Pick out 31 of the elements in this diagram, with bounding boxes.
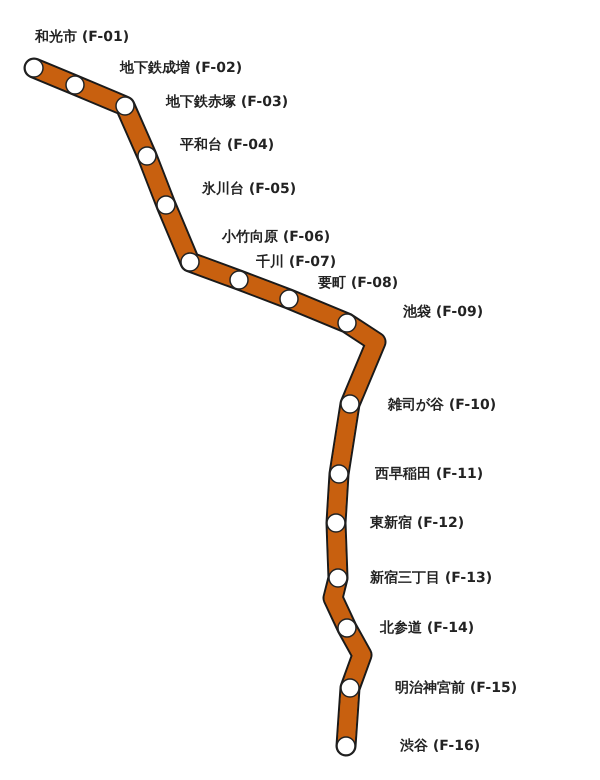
track-segment (245, 276, 283, 304)
station-label: 新宿三丁目 (F-13) (370, 569, 492, 587)
station-label: 小竹向原 (F-06) (222, 228, 330, 246)
station-label: 地下鉄赤塚 (F-03) (166, 93, 288, 111)
track-segment (332, 412, 357, 466)
track-segment (344, 632, 370, 682)
station-label: 明治神宮前 (F-15) (395, 679, 518, 697)
station-label: 西早稲田 (F-11) (375, 465, 484, 483)
station-label: 池袋 (F-09) (403, 303, 484, 321)
track-segment (324, 586, 350, 622)
station-label: 氷川台 (F-05) (202, 180, 296, 198)
station-label: 要町 (F-08) (318, 274, 398, 292)
station-label: 平和台 (F-04) (180, 136, 274, 154)
station-label: 千川 (F-07) (256, 253, 336, 271)
track-segment (338, 697, 358, 737)
track-segment (328, 532, 346, 568)
station-label: 北参道 (F-14) (380, 619, 474, 637)
station-label: 地下鉄成増 (F-02) (120, 59, 242, 77)
track-segment (121, 112, 151, 150)
station-label: 雑司が谷 (F-10) (388, 396, 496, 414)
station-label: 和光市 (F-01) (35, 28, 130, 46)
track-segment (346, 321, 384, 398)
track-segment (80, 81, 120, 110)
track-segment (294, 294, 342, 328)
station-label: 東新宿 (F-12) (370, 514, 464, 532)
track-segment (40, 64, 70, 90)
track-segment (328, 483, 347, 514)
track-segment (196, 257, 233, 285)
track-segment (142, 162, 170, 199)
track-segment (162, 210, 194, 256)
station-label: 渋谷 (F-16) (400, 737, 480, 755)
